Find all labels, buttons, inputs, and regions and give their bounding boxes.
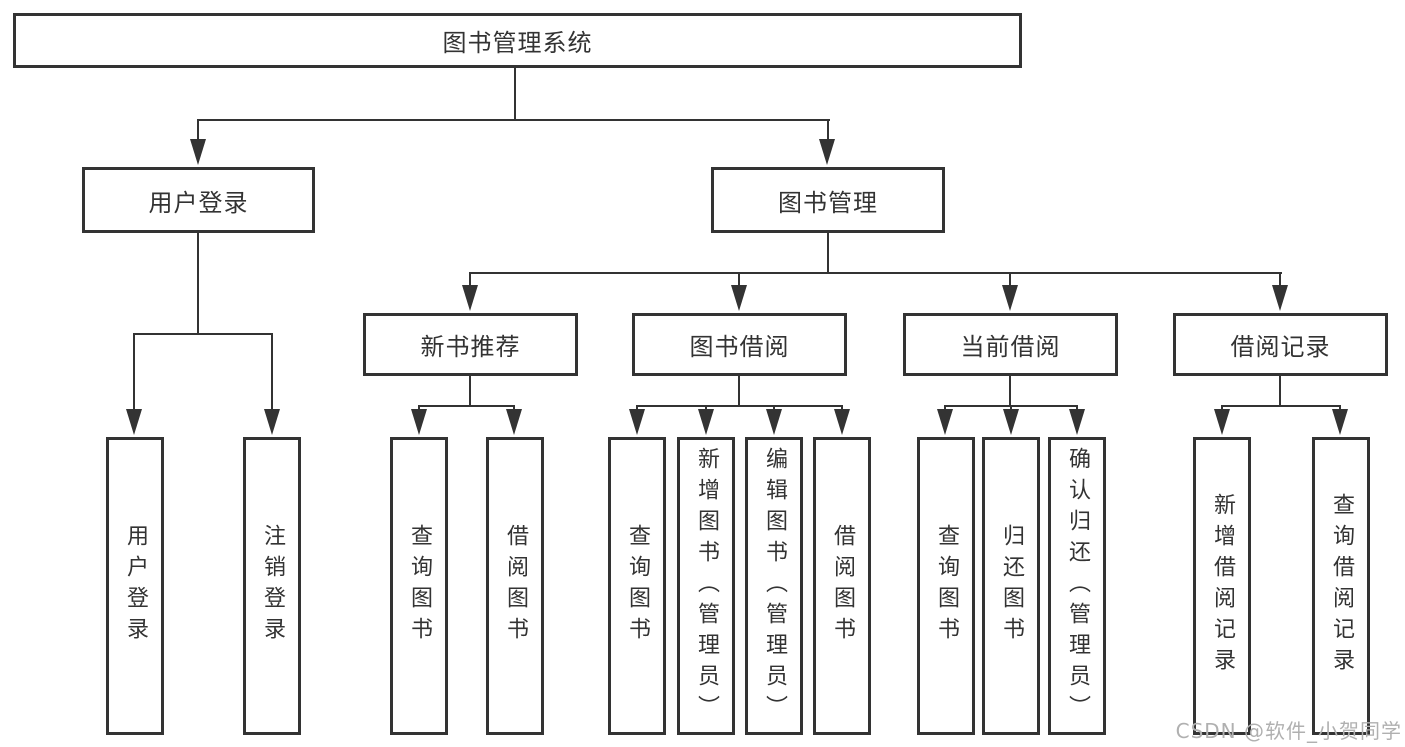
connector-line — [418, 405, 420, 411]
arrowhead-down — [411, 409, 427, 435]
connector-line — [469, 272, 471, 287]
connector-line — [1009, 272, 1011, 287]
arrowhead-down — [1002, 285, 1018, 311]
connector-line — [469, 272, 1282, 274]
connector-line — [738, 272, 740, 287]
arrowhead-down — [1272, 285, 1288, 311]
node-new-book-recommend: 新书推荐 — [363, 313, 578, 376]
connector-line — [773, 405, 775, 411]
arrowhead-down — [766, 409, 782, 435]
connector-line — [1076, 405, 1078, 411]
connector-line — [1339, 405, 1341, 411]
watermark: CSDN @软件_小贺同学 — [1175, 719, 1402, 743]
leaf-return-book: 归还图书 — [982, 437, 1040, 735]
leaf-query-borrow-record: 查询借阅记录 — [1312, 437, 1370, 735]
connector-line — [1221, 405, 1223, 411]
connector-line — [271, 333, 273, 409]
arrowhead-down — [698, 409, 714, 435]
connector-line — [514, 68, 516, 120]
arrowhead-down — [264, 409, 280, 435]
leaf-user-login: 用户登录 — [106, 437, 164, 735]
leaf-label: 编辑图书（管理员） — [762, 446, 787, 726]
connector-line — [133, 333, 135, 409]
node-book-borrow: 图书借阅 — [632, 313, 847, 376]
node-borrow-records: 借阅记录 — [1173, 313, 1388, 376]
arrowhead-down — [1069, 409, 1085, 435]
connector-line — [133, 333, 273, 335]
connector-line — [636, 405, 638, 411]
connector-line — [1221, 405, 1341, 407]
connector-line — [469, 374, 471, 407]
arrowhead-down — [819, 139, 835, 165]
leaf-label: 查询图书 — [625, 524, 650, 648]
connector-line — [197, 233, 199, 334]
node-current-borrow: 当前借阅 — [903, 313, 1118, 376]
leaf-label: 查询图书 — [407, 524, 432, 648]
node-user-login: 用户登录 — [82, 167, 315, 233]
leaf-label: 新增图书（管理员） — [694, 446, 719, 726]
arrowhead-down — [126, 409, 142, 435]
arrowhead-down — [462, 285, 478, 311]
arrowhead-down — [834, 409, 850, 435]
connector-line — [1009, 374, 1011, 407]
arrowhead-down — [506, 409, 522, 435]
node-book-management: 图书管理 — [711, 167, 945, 233]
connector-line — [418, 405, 515, 407]
node-library-system: 图书管理系统 — [13, 13, 1022, 68]
leaf-query-books: 查询图书 — [917, 437, 975, 735]
leaf-label: 借阅图书 — [830, 524, 855, 648]
connector-line — [513, 405, 515, 411]
connector-line — [944, 405, 946, 411]
leaf-borrow-books: 借阅图书 — [486, 437, 544, 735]
leaf-label: 查询图书 — [934, 524, 959, 648]
leaf-logout: 注销登录 — [243, 437, 301, 735]
leaf-label: 借阅图书 — [503, 524, 528, 648]
leaf-label: 新增借阅记录 — [1210, 493, 1235, 679]
leaf-label: 确认归还（管理员） — [1065, 446, 1090, 726]
arrowhead-down — [190, 139, 206, 165]
leaf-label: 查询借阅记录 — [1329, 493, 1354, 679]
connector-line — [636, 405, 843, 407]
leaf-borrow-books: 借阅图书 — [813, 437, 871, 735]
leaf-add-borrow-record: 新增借阅记录 — [1193, 437, 1251, 735]
arrowhead-down — [937, 409, 953, 435]
connector-line — [197, 119, 830, 121]
arrowhead-down — [1214, 409, 1230, 435]
connector-line — [827, 119, 829, 141]
connector-line — [705, 405, 707, 411]
connector-line — [1279, 272, 1281, 287]
arrowhead-down — [1332, 409, 1348, 435]
connector-line — [827, 233, 829, 274]
connector-line — [197, 119, 199, 141]
leaf-confirm-return-admin: 确认归还（管理员） — [1048, 437, 1106, 735]
leaf-query-books: 查询图书 — [390, 437, 448, 735]
leaf-query-books: 查询图书 — [608, 437, 666, 735]
connector-line — [738, 374, 740, 407]
arrowhead-down — [731, 285, 747, 311]
leaf-edit-book-admin: 编辑图书（管理员） — [745, 437, 803, 735]
arrowhead-down — [629, 409, 645, 435]
leaf-label: 注销登录 — [260, 524, 285, 648]
leaf-add-book-admin: 新增图书（管理员） — [677, 437, 735, 735]
connector-line — [1279, 374, 1281, 407]
connector-line — [1010, 405, 1012, 411]
leaf-label: 用户登录 — [123, 524, 148, 648]
arrowhead-down — [1003, 409, 1019, 435]
connector-line — [841, 405, 843, 411]
leaf-label: 归还图书 — [999, 524, 1024, 648]
